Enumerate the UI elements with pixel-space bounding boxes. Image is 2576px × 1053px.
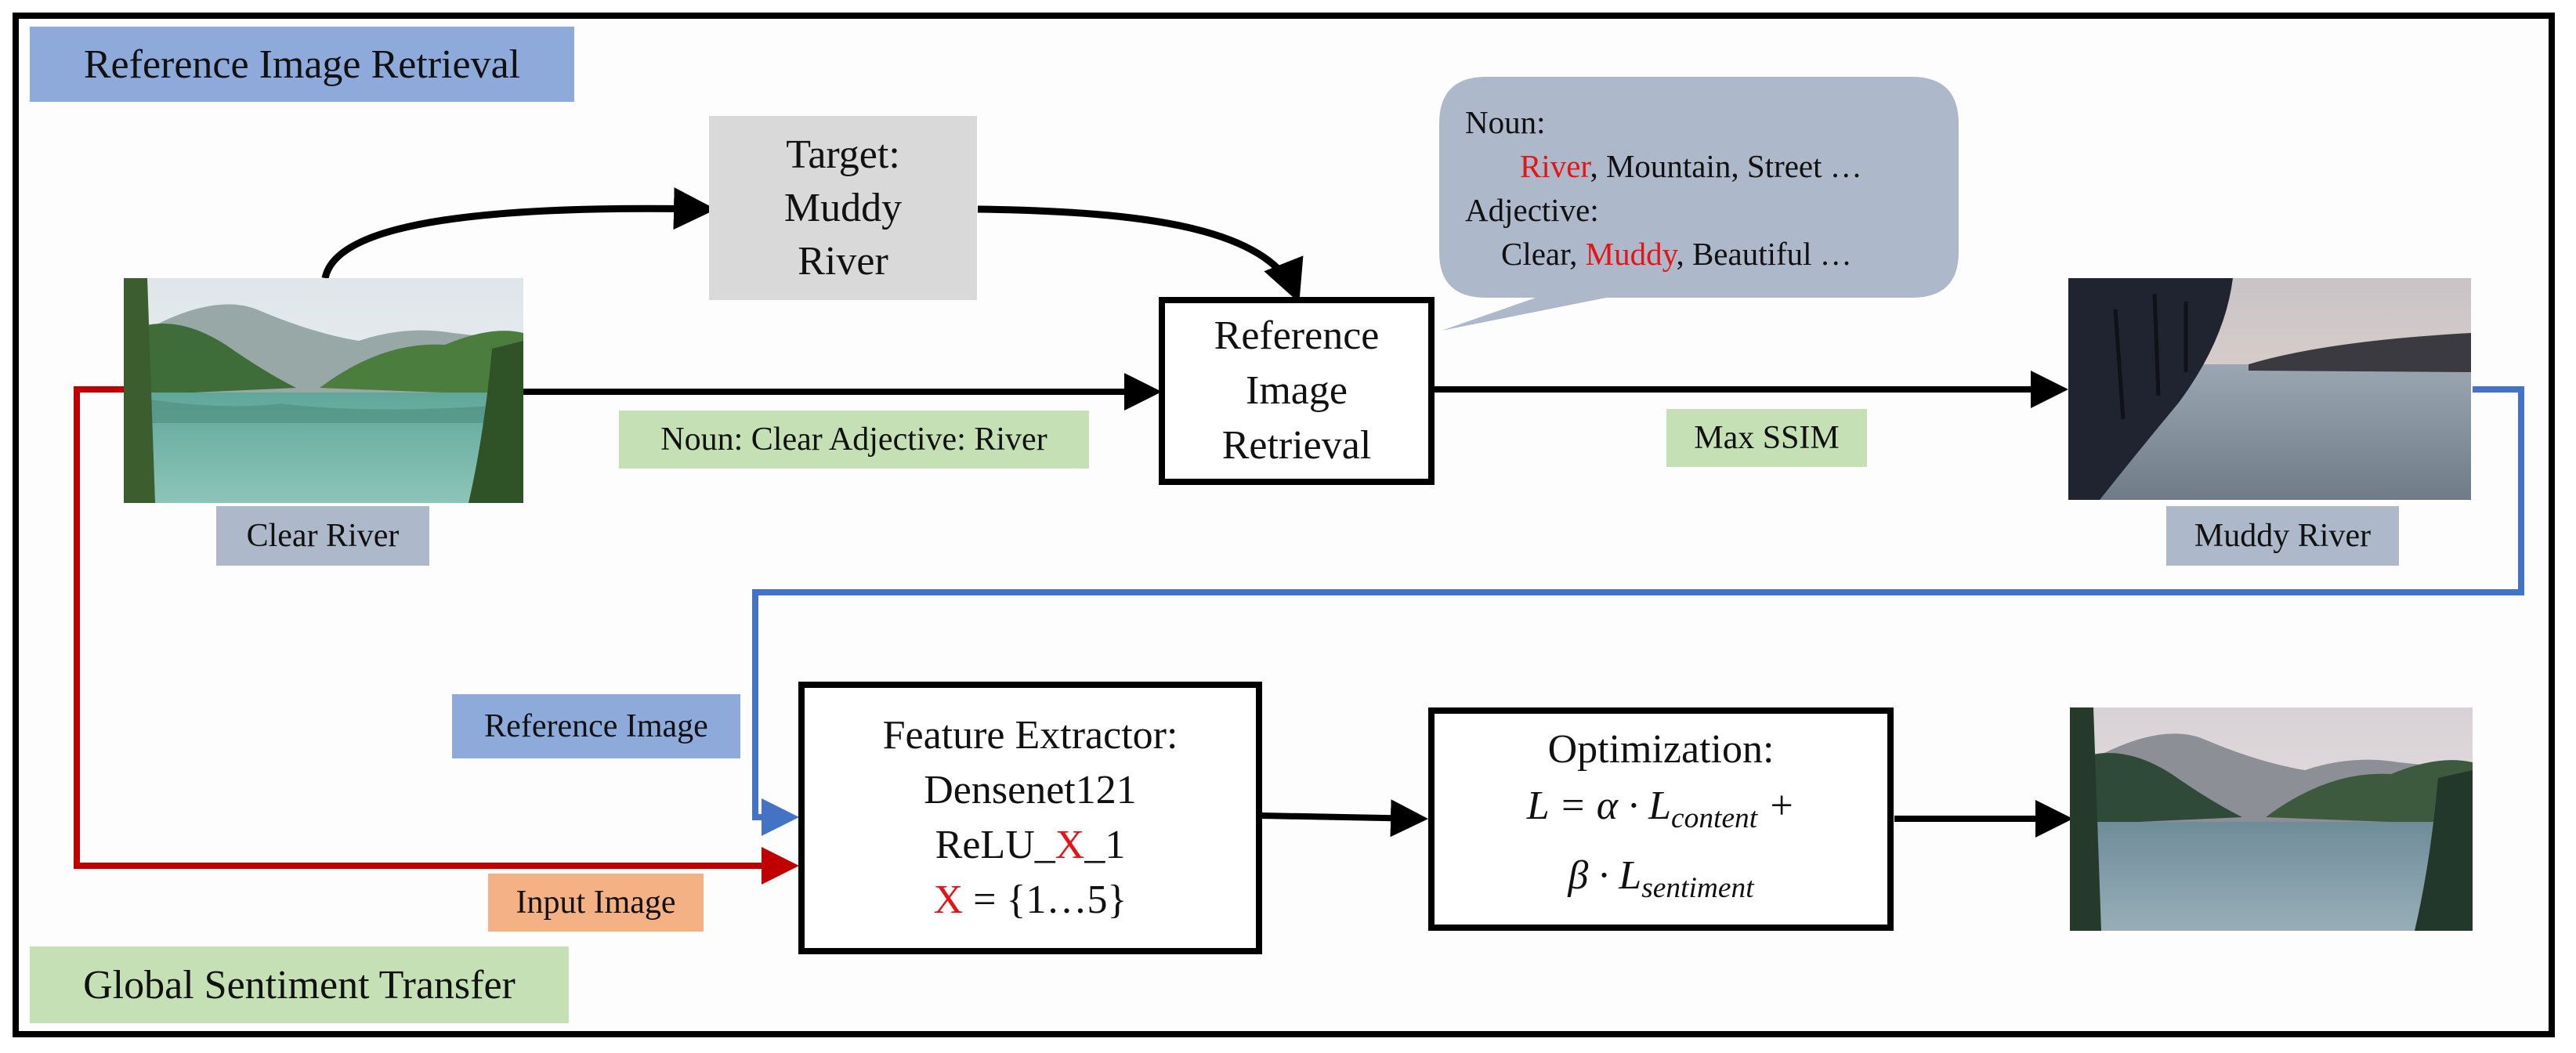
target-line-2: Muddy <box>783 185 903 230</box>
extractor-line-4-var: X <box>933 878 964 922</box>
section-label-transfer: Global Sentiment Transfer <box>30 946 569 1023</box>
query-label: Noun: Clear Adjective: River <box>619 411 1089 469</box>
red-input-path <box>74 386 799 885</box>
section-label-retrieval: Reference Image Retrieval <box>30 27 574 102</box>
callout-adj-heading: Adjective: <box>1465 192 1599 228</box>
eq2-lhs: β · L <box>1568 852 1642 898</box>
callout-adj-selected: Muddy <box>1585 236 1677 272</box>
extractor-line-1: Feature Extractor: <box>882 713 1178 758</box>
input-caption: Clear River <box>216 506 429 566</box>
blue-reference-path <box>752 386 2524 836</box>
arrow-input-to-target <box>321 187 716 280</box>
extractor-line-3-prefix: ReLU_ <box>935 823 1055 867</box>
input-image <box>124 278 523 503</box>
input-image-label: Input Image <box>488 874 704 932</box>
optimization-eq-2: β · Lsentiment <box>1568 848 1753 917</box>
callout-noun-row: River, Mountain, Street … <box>1465 144 1951 188</box>
extractor-line-3-var: X <box>1055 823 1085 867</box>
extractor-line-4: X = {1…5} <box>934 873 1127 928</box>
target-line-3: River <box>798 238 888 284</box>
clear-river-photo <box>124 278 523 503</box>
callout-noun-heading: Noun: <box>1465 104 1546 140</box>
arrow-target-to-retrieval <box>977 205 1304 303</box>
extractor-line-4-rest: = {1…5} <box>963 878 1127 922</box>
metric-label: Max SSIM <box>1666 409 1867 467</box>
reference-image <box>2068 278 2471 500</box>
muddy-river-photo <box>2068 278 2471 500</box>
optimization-eq-1: L = α · Lcontent + <box>1527 778 1796 847</box>
output-image <box>2070 707 2473 931</box>
optimization-box: Optimization: L = α · Lcontent + β · Lse… <box>1428 707 1894 931</box>
eq1-lhs: L = α · L <box>1526 783 1672 829</box>
eq1-tail: + <box>1757 783 1796 829</box>
extractor-box: Feature Extractor: Densenet121 ReLU_X_1 … <box>798 682 1262 954</box>
retrieval-line-3: Retrieval <box>1221 423 1372 468</box>
extractor-line-2: Densenet121 <box>924 768 1137 812</box>
reference-image-label: Reference Image <box>452 694 740 758</box>
callout-adj-rest: , Beautiful … <box>1676 236 1852 272</box>
extractor-line-3-suffix: _1 <box>1084 823 1126 867</box>
optimization-title: Optimization: <box>1547 727 1775 773</box>
callout-text: Noun: River, Mountain, Street … Adjectiv… <box>1465 100 1951 276</box>
reference-caption: Muddy River <box>2166 506 2399 566</box>
retrieval-box: Reference Image Retrieval <box>1159 297 1435 485</box>
arrow-extractor-to-optimization <box>1261 799 1428 838</box>
callout-adj-first: Clear, <box>1501 236 1586 272</box>
eq2-sub: sentiment <box>1641 871 1754 904</box>
target-box: Target: Muddy River <box>709 116 977 300</box>
transferred-river-photo <box>2070 707 2473 931</box>
target-line-1: Target: <box>786 132 900 177</box>
callout-bubble <box>1439 77 1959 331</box>
callout-noun-selected: River <box>1520 148 1590 184</box>
callout-adj-row: Clear, Muddy, Beautiful … <box>1465 232 1951 276</box>
retrieval-line-2: Image <box>1246 368 1348 413</box>
extractor-line-3: ReLU_X_1 <box>935 818 1126 873</box>
callout-noun-rest: , Mountain, Street … <box>1590 148 1862 184</box>
eq1-sub: content <box>1671 802 1758 835</box>
retrieval-line-1: Reference <box>1214 313 1380 358</box>
